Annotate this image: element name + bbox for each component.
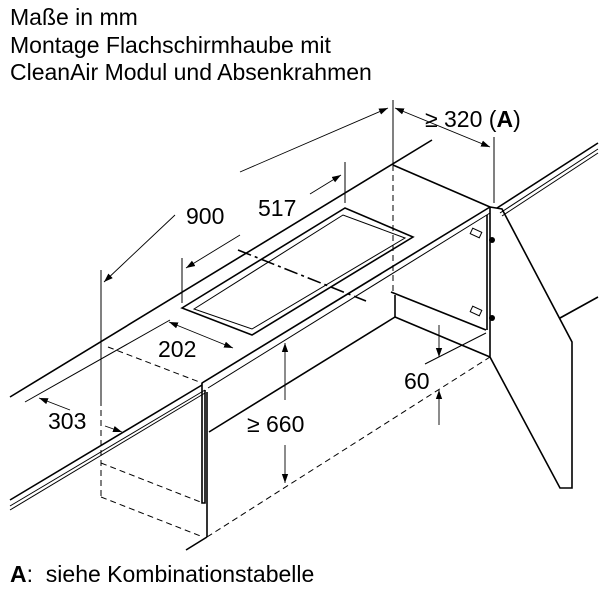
dimension-660-label: ≥ 660 (247, 411, 304, 437)
diagram-title: Maße in mm Montage Flachschirmhaube mit … (10, 4, 372, 87)
title-line-2: Montage Flachschirmhaube mit (10, 31, 331, 58)
title-line-3: CleanAir Modul und Absenkrahmen (10, 59, 372, 85)
center-line (237, 249, 367, 302)
footnote-ref: A (10, 561, 27, 587)
dimension-lines (24, 107, 495, 483)
hidden-lines (100, 270, 491, 538)
dimension-900-label: 900 (186, 203, 224, 229)
cabinet-door (489, 206, 573, 489)
cabinet (185, 100, 491, 551)
footnote-text: : siehe Kombinationstabelle (26, 561, 315, 587)
dimension-303-label: 303 (48, 408, 86, 434)
dimension-60-label: 60 (404, 368, 430, 394)
dimension-320-label: ≥ 320 (A) (425, 106, 521, 132)
worktop (9, 139, 491, 511)
dimension-202-label: 202 (158, 336, 196, 362)
hinge-icon (469, 227, 495, 321)
footnote: A: siehe Kombinationstabelle (10, 561, 314, 588)
dimension-517-label: 517 (258, 195, 296, 221)
wall-unit (496, 142, 599, 319)
title-units: Maße in mm (10, 4, 138, 30)
